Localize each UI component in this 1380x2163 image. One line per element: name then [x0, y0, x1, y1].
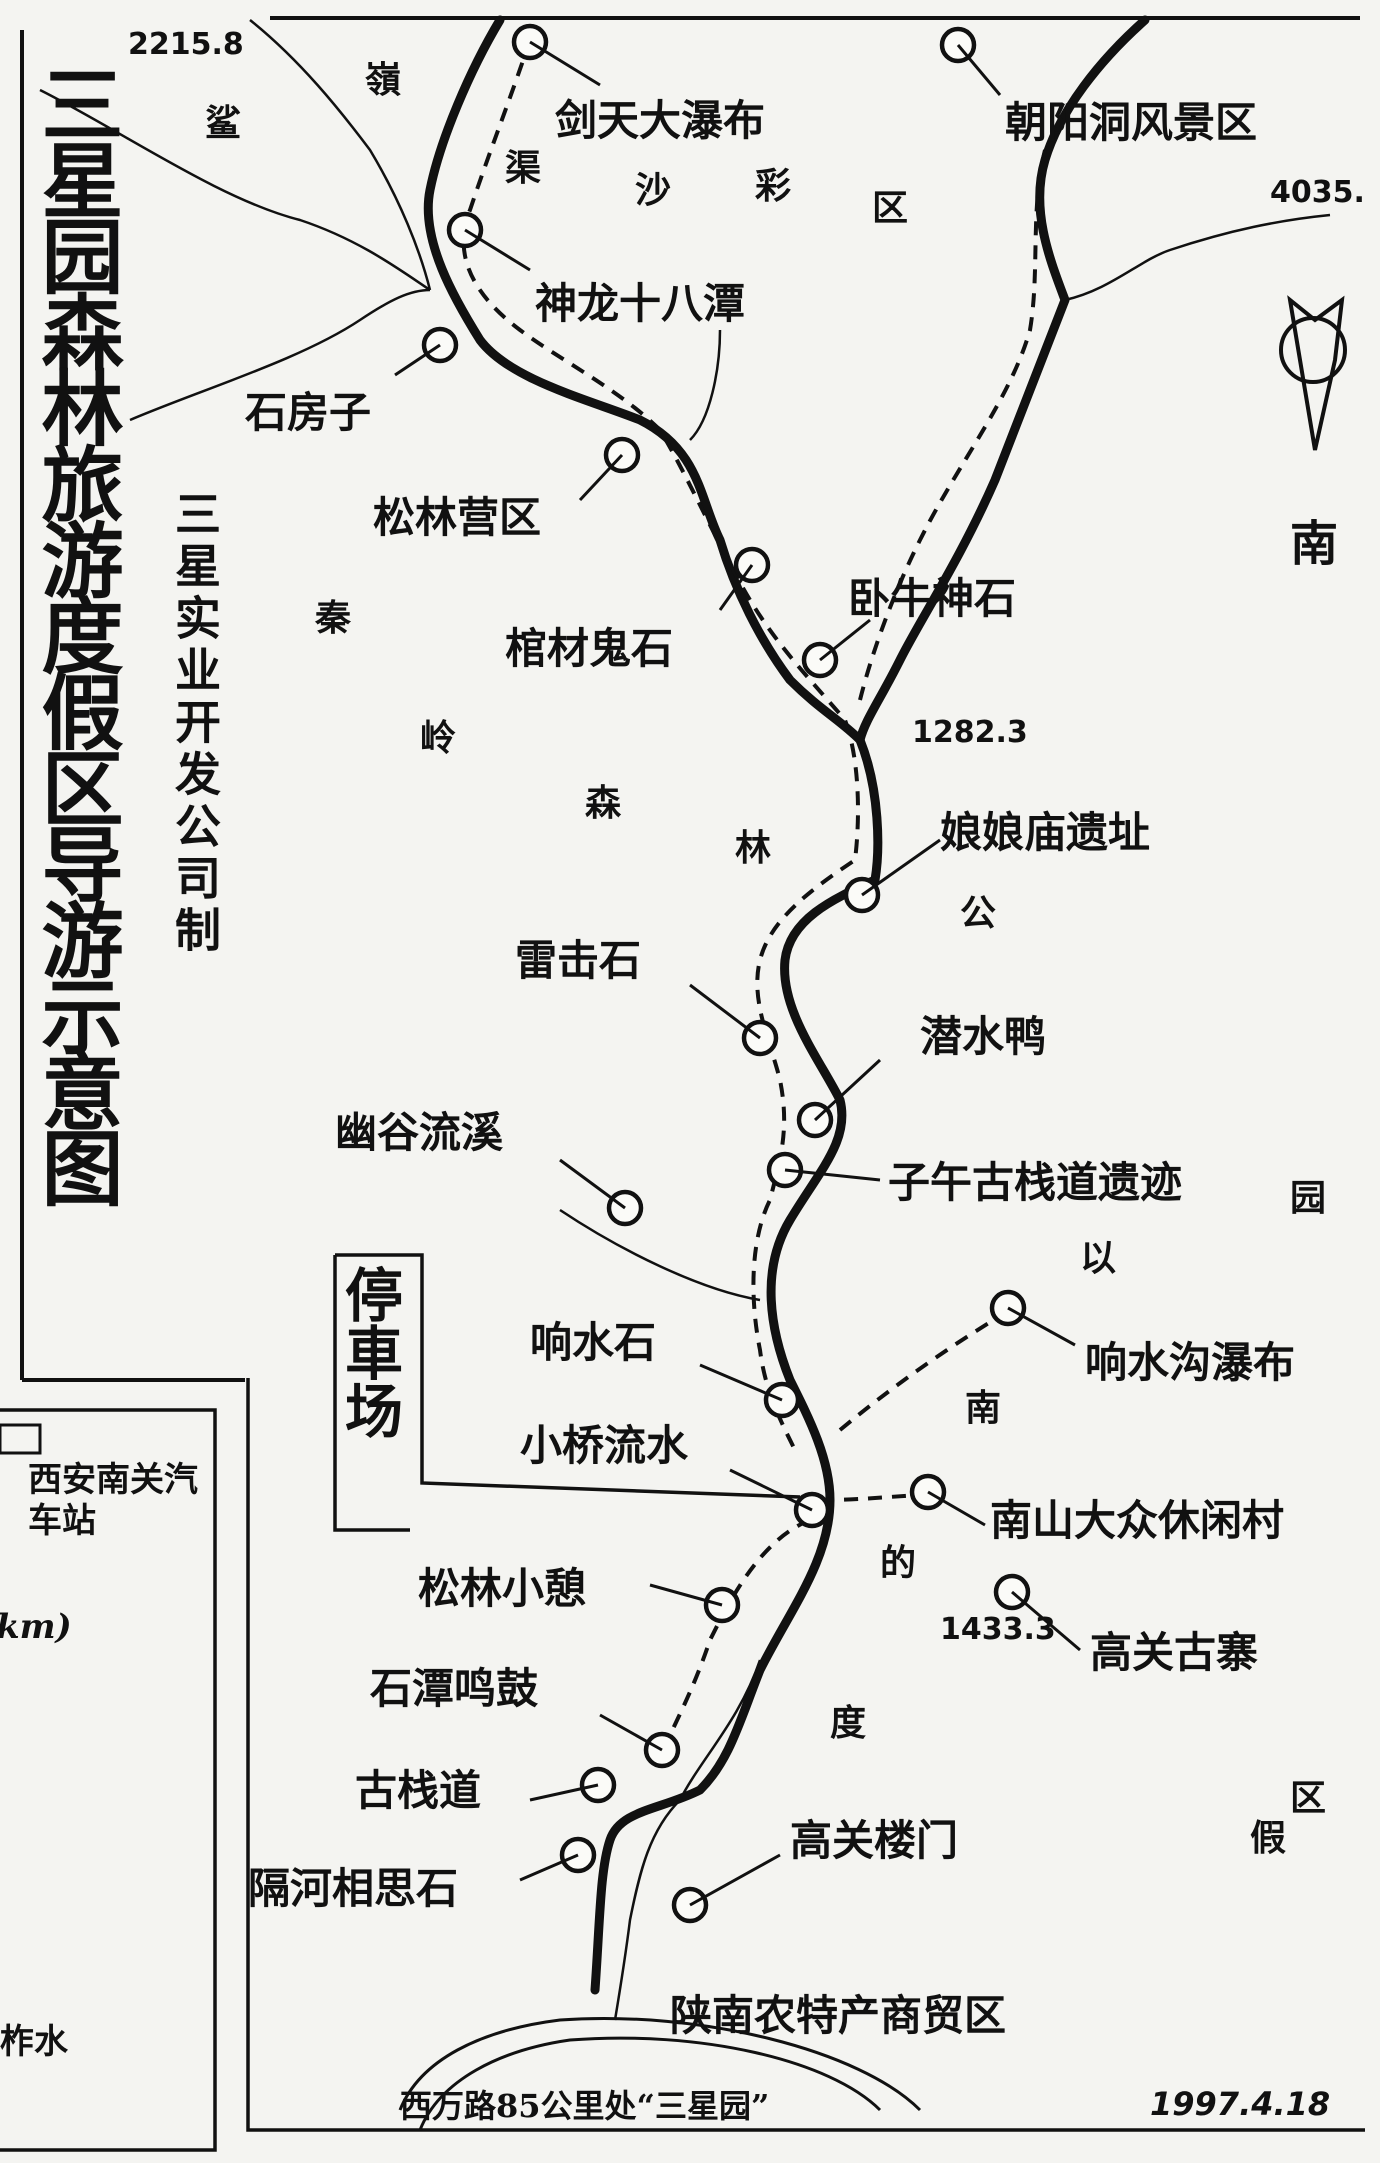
spot-label-niangniang-temple: 娘娘庙遗址 — [940, 808, 1151, 857]
region-char: 嶺 — [365, 59, 402, 101]
region-char: 渠 — [505, 147, 542, 189]
region-char: 区 — [872, 187, 909, 229]
highway-road — [398, 2016, 922, 2131]
spot-leader-line — [529, 1783, 599, 1802]
parking-frame — [333, 1253, 801, 1532]
spot-leader-line — [649, 1583, 723, 1607]
inset-partial-label: 柞水 — [0, 2022, 68, 2062]
region-char: 公 — [960, 892, 997, 934]
region-char: 森 — [585, 782, 622, 824]
spot-label-shenlong-pools: 神龙十八潭 — [535, 279, 746, 328]
spot-leader-line — [689, 1853, 781, 1907]
region-char: 岭 — [420, 717, 457, 759]
spot-label-xiangshui-falls: 响水沟瀑布 — [1085, 1338, 1296, 1387]
main-river — [423, 15, 883, 1995]
spot-leader-line — [1011, 1590, 1081, 1652]
region-char: 南 — [965, 1387, 1002, 1429]
compass-direction-label: 南 — [1290, 516, 1339, 572]
region-char: 彩 — [755, 165, 792, 207]
region-char: 鲨 — [205, 102, 242, 144]
spot-label-lightning-rock: 雷击石 — [515, 936, 642, 985]
stream-middle — [689, 329, 722, 441]
region-char: 秦 — [315, 597, 352, 639]
region-char: 园 — [1290, 1177, 1327, 1219]
highway-label: 西万路85公里处“三星园” — [400, 2087, 770, 2125]
map-maker: 三星实业开发公司制 — [168, 490, 222, 958]
spot-label-old-plank-road: 古栈道 — [355, 1766, 482, 1815]
spot-leader-line — [464, 228, 531, 272]
spot-leader-line — [729, 1468, 813, 1512]
inset-station-box — [0, 1423, 42, 1455]
spot-label-nanshan-village: 南山大众休闲村 — [990, 1496, 1285, 1545]
spot-leader-line — [529, 40, 601, 87]
spot-leader-line — [718, 564, 754, 611]
elevation-label: 2215.8 — [128, 27, 244, 62]
region-char: 以 — [1080, 1237, 1117, 1279]
region-char: 度 — [830, 1702, 867, 1744]
spot-label-gaoguan-gate: 高关楼门 — [790, 1816, 959, 1865]
spot-label-gaoguan-fort: 高关古寨 — [1090, 1628, 1259, 1677]
region-char: 区 — [1290, 1777, 1327, 1819]
spot-label-ziwu-plank-road: 子午古栈道遗迹 — [888, 1158, 1183, 1207]
inset-station-label: 西安南关汽车站 — [28, 1460, 198, 1541]
region-char: 林 — [735, 827, 772, 869]
spot-label-jiantian-falls: 剑天大瀑布 — [555, 96, 766, 145]
spot-leader-line — [689, 983, 761, 1040]
trail-east — [858, 149, 1047, 701]
spot-label-ox-rock: 卧牛神石 — [848, 574, 1017, 623]
east-river — [855, 15, 1150, 745]
map-bottom-frame — [246, 1378, 1365, 2132]
elevation-label: 1433.3 — [940, 1612, 1056, 1647]
stream-west-1 — [39, 88, 431, 292]
map-title: 三星园森林旅游度假区导游示意图 — [27, 62, 123, 1202]
compass-arrow-icon — [1279, 295, 1347, 451]
parking-label: 停車场 — [335, 1265, 403, 1439]
spot-label-lovesick-rock: 隔河相思石 — [248, 1864, 459, 1913]
spot-leader-line — [519, 1853, 579, 1882]
elevation-label: 1282.3 — [912, 715, 1028, 750]
spot-label-stone-pool-drum: 石潭鸣鼓 — [370, 1664, 539, 1713]
trail-west — [461, 39, 860, 1451]
spot-leaders — [394, 40, 1081, 1907]
spot-label-pine-camp: 松林营区 — [373, 493, 542, 542]
spot-leader-line — [956, 44, 1002, 96]
spot-label-pine-rest: 松林小憩 — [418, 1564, 587, 1613]
region-char: 假 — [1250, 1817, 1287, 1859]
spot-leader-line — [559, 1158, 626, 1210]
spot-leader-line — [578, 453, 624, 502]
river-bank — [613, 1659, 762, 2021]
spot-label-bridge-stream: 小桥流水 — [520, 1421, 689, 1470]
inset-map-frame — [0, 1408, 217, 2152]
spot-leader-line — [699, 1363, 783, 1402]
spot-label-diving-duck: 潜水鸭 — [920, 1012, 1047, 1061]
spot-label-xiangshui-rock: 响水石 — [530, 1318, 657, 1367]
spot-leader-line — [861, 838, 941, 897]
spot-label-chaoyang-cave: 朝阳洞风景区 — [1005, 98, 1258, 147]
spot-leader-line — [394, 343, 441, 377]
spot-label-coffin-rock: 棺材鬼石 — [505, 624, 674, 673]
spot-label-stone-house: 石房子 — [245, 388, 372, 437]
inset-unit-label: (km) — [0, 1607, 72, 1647]
spot-leader-line — [599, 1713, 663, 1752]
stream-east — [1064, 213, 1331, 302]
elevation-label: 4035. — [1270, 175, 1365, 210]
map-date: 1997.4.18 — [1150, 2085, 1331, 2123]
region-char: 的 — [880, 1542, 917, 1584]
trail-valley — [838, 1308, 1012, 1432]
spot-leader-line — [819, 618, 871, 662]
market-label: 陕南农特产商贸区 — [670, 1991, 1007, 2040]
spot-leader-line — [784, 1168, 881, 1182]
region-char: 沙 — [635, 169, 672, 211]
spot-label-quiet-valley: 幽谷流溪 — [335, 1108, 504, 1157]
stream-valley — [559, 1208, 761, 1302]
spot-leader-line — [927, 1490, 986, 1527]
spot-leader-line — [1007, 1306, 1076, 1347]
stream-west-2 — [129, 288, 431, 422]
spot-leader-line — [813, 1058, 882, 1122]
stream-north — [249, 19, 432, 291]
